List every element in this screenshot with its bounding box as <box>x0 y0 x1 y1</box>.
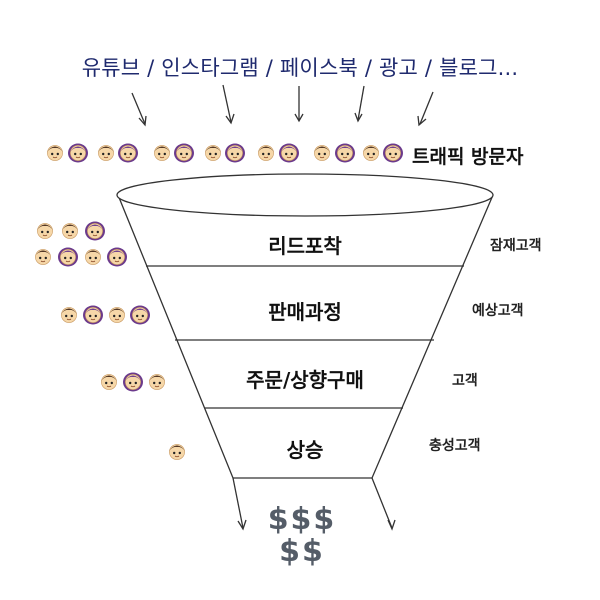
arrow-down-icon <box>417 91 434 127</box>
boy-face-icon <box>61 307 77 323</box>
girl-face-icon <box>58 247 78 267</box>
boy-face-icon <box>47 145 63 161</box>
boy-face-icon <box>205 145 221 161</box>
girl-face-icon <box>225 143 245 163</box>
arrow-down-icon <box>131 92 147 127</box>
stage-ascension: 상승 <box>286 438 324 462</box>
side-label-customers: 고객 <box>452 373 478 389</box>
arrow-down-icon <box>371 477 396 531</box>
arrow-down-icon <box>222 84 235 125</box>
boy-face-icon <box>109 307 125 323</box>
girl-face-icon <box>279 143 299 163</box>
traffic-sources-text: 유튜브 / 인스타그램 / 페이스북 / 광고 / 블로그... <box>81 56 519 80</box>
girl-face-icon <box>118 143 138 163</box>
boy-face-icon <box>37 223 53 239</box>
visitor-faces <box>35 143 403 460</box>
boy-face-icon <box>62 223 78 239</box>
stage-order-upsell: 주문/상향구매 <box>246 368 364 392</box>
girl-face-icon <box>68 143 88 163</box>
girl-face-icon <box>85 221 105 241</box>
source-arrows <box>131 84 434 127</box>
girl-face-icon <box>123 372 143 392</box>
boy-face-icon <box>101 374 117 390</box>
money-row-top: $$$ <box>267 502 337 537</box>
side-label-loyal-customers: 충성고객 <box>429 438 481 454</box>
girl-face-icon <box>383 143 403 163</box>
side-label-expected-customers: 예상고객 <box>472 303 524 319</box>
girl-face-icon <box>335 143 355 163</box>
money-row-bottom: $$ <box>279 534 325 569</box>
boy-face-icon <box>314 145 330 161</box>
girl-face-icon <box>130 305 150 325</box>
girl-face-icon <box>83 305 103 325</box>
side-label-prospects: 잠재고객 <box>490 238 542 254</box>
arrow-down-icon <box>232 477 247 531</box>
boy-face-icon <box>149 374 165 390</box>
funnel <box>116 173 494 479</box>
boy-face-icon <box>154 145 170 161</box>
stage-lead-capture: 리드포착 <box>268 234 342 258</box>
boy-face-icon <box>363 145 379 161</box>
boy-face-icon <box>98 145 114 161</box>
stage-sales-process: 판매과정 <box>268 300 342 324</box>
boy-face-icon <box>35 249 51 265</box>
traffic-visitors-label: 트래픽 방문자 <box>412 146 524 168</box>
money-arrows <box>232 477 396 531</box>
funnel-rim <box>116 173 494 217</box>
boy-face-icon <box>169 444 185 460</box>
girl-face-icon <box>107 247 127 267</box>
boy-face-icon <box>85 249 101 265</box>
arrow-down-icon <box>294 86 304 123</box>
boy-face-icon <box>258 145 274 161</box>
arrow-down-icon <box>354 85 365 123</box>
girl-face-icon <box>174 143 194 163</box>
